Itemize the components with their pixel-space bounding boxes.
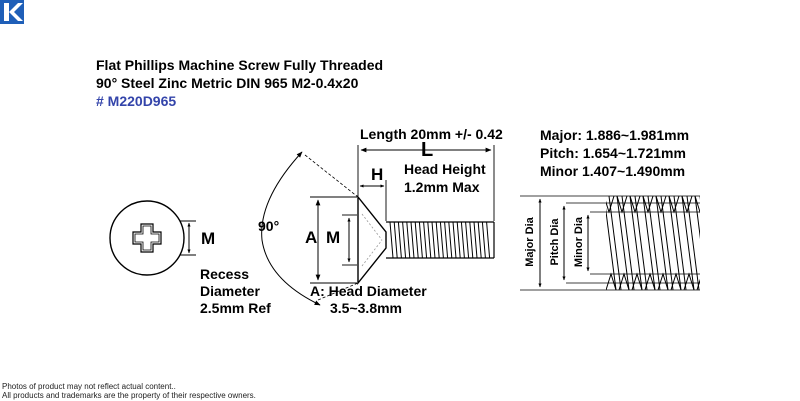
thread-line <box>481 221 486 259</box>
thread-crest <box>606 196 615 214</box>
angle-arc <box>261 151 359 306</box>
head-height-line1: Head Height <box>404 161 486 177</box>
thread-line <box>444 221 449 259</box>
thread-line <box>456 221 461 259</box>
thread-flank <box>606 207 617 290</box>
thread-line <box>393 221 398 259</box>
footer-trademarks: All products and trademarks are the prop… <box>2 391 256 400</box>
thread-crest <box>616 196 628 214</box>
major-dia-label: Major Dia <box>524 217 536 267</box>
footer-disclaimer: Photos of product may not reflect actual… <box>2 382 176 391</box>
thread-root <box>696 278 700 290</box>
thread-flank <box>608 196 622 290</box>
thread-root <box>683 272 695 290</box>
thread-root <box>670 272 682 290</box>
thread-line <box>469 221 474 259</box>
thread-line <box>452 221 457 259</box>
thread-line <box>431 221 436 259</box>
thread-crest <box>642 196 654 214</box>
length-label: Length 20mm +/- 0.42 <box>360 126 503 142</box>
thread-flank <box>642 196 656 290</box>
thread-crest <box>681 196 693 214</box>
thread-line <box>389 221 394 259</box>
thread-specs: Major: 1.886~1.981mm Pitch: 1.654~1.721m… <box>540 126 689 180</box>
thread-flank <box>699 196 700 200</box>
thread-line <box>402 221 407 259</box>
recess-line2: Diameter <box>200 283 260 299</box>
thread-flank <box>681 196 695 290</box>
minor-dia-label: Minor Dia <box>573 216 585 268</box>
thread-line <box>410 221 415 259</box>
thread-root <box>644 272 656 290</box>
recess-line3: 2.5mm Ref <box>200 300 271 316</box>
major-spec: Major: 1.886~1.981mm <box>540 127 690 143</box>
head-height-line2: 1.2mm Max <box>404 179 480 195</box>
thread-line <box>477 221 482 259</box>
thread-flank <box>655 196 669 290</box>
end-view <box>109 200 196 276</box>
k-logo-icon <box>0 0 24 24</box>
thread-detail <box>520 195 700 291</box>
minor-spec: Minor 1.407~1.490mm <box>540 163 686 179</box>
head-diameter-line2: 3.5~3.8mm <box>330 300 402 316</box>
thread-flank <box>660 196 674 290</box>
thread-flank <box>647 196 661 290</box>
pitch-dia-label: Pitch Dia <box>549 218 561 266</box>
angle-label: 90° <box>258 218 280 234</box>
thread-flank <box>686 196 700 290</box>
end-view-m-label: M <box>201 229 216 248</box>
thread-line <box>460 221 465 259</box>
thread-line <box>423 221 428 259</box>
thread-root <box>606 272 617 290</box>
screw-side-view <box>310 145 495 285</box>
thread-line <box>448 221 453 259</box>
thread-line <box>486 221 491 259</box>
thread-crest <box>629 196 641 214</box>
thread-line <box>418 221 423 259</box>
thread-line <box>435 221 440 259</box>
thread-line <box>414 221 419 259</box>
thread-flank <box>668 196 682 290</box>
thread-flank <box>673 196 687 290</box>
part-number: # M220D965 <box>96 93 177 109</box>
length-symbol-label: L <box>421 139 434 161</box>
thread-line <box>439 221 444 259</box>
recess-line1: Recess <box>200 266 250 282</box>
thread-flank <box>629 196 643 290</box>
thread-crest <box>655 196 667 214</box>
product-title-line2: 90° Steel Zinc Metric DIN 965 M2-0.4x20 <box>96 75 359 91</box>
thread-line <box>397 221 402 259</box>
thread-root <box>618 272 630 290</box>
thread-crest <box>694 196 700 214</box>
thread-line <box>465 221 470 259</box>
thread-flank <box>694 196 700 240</box>
a-symbol-label: A <box>305 228 318 247</box>
thread-line <box>427 221 432 259</box>
head-diameter-line1: A: Head Diameter <box>310 283 427 299</box>
thread-flank <box>634 196 648 290</box>
thread-flank <box>616 196 630 290</box>
thread-crest <box>668 196 680 214</box>
thread-line <box>406 221 411 259</box>
thread-root <box>657 272 669 290</box>
head-height-symbol-label: H <box>371 165 384 184</box>
thread-flank <box>621 196 635 290</box>
pitch-spec: Pitch: 1.654~1.721mm <box>540 145 686 161</box>
m-symbol-label: M <box>326 228 341 247</box>
thread-line <box>473 221 478 259</box>
product-title-line1: Flat Phillips Machine Screw Fully Thread… <box>96 57 384 73</box>
thread-root <box>631 272 643 290</box>
